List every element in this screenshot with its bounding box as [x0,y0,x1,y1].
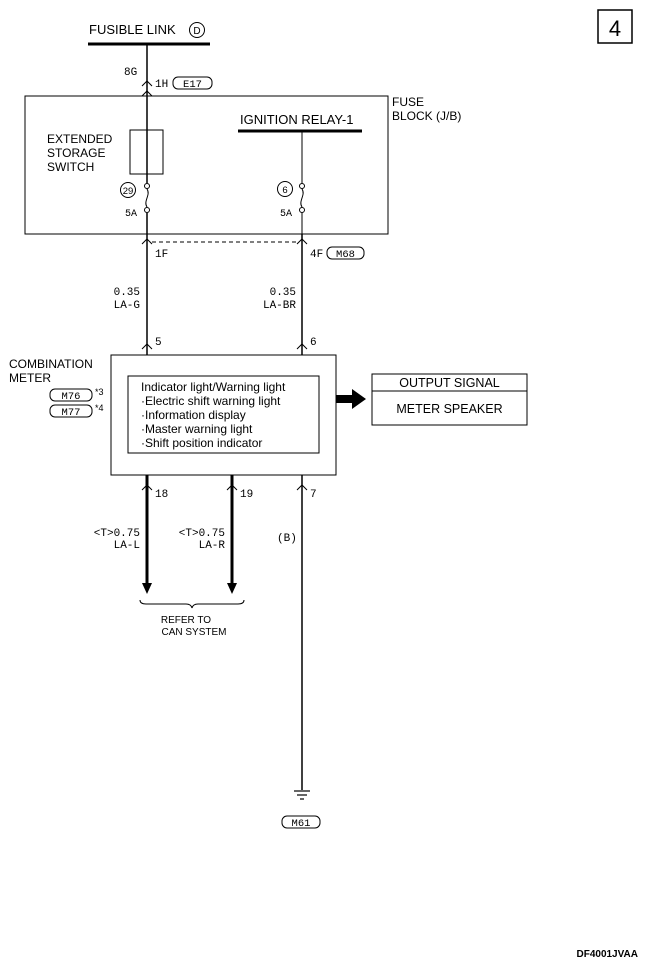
fuse-block-box [24,95,389,235]
combination-meter-label-1: COMBINATION [9,357,93,371]
fuse-6-terminal-bottom [299,207,305,213]
meter-function-0: Indicator light/Warning light [141,380,286,394]
wire-la-r-gauge: <T>0.75 [179,528,225,540]
can-reference-label-2: CAN SYSTEM [161,627,226,638]
meter-pin-6: 6 [310,337,317,349]
connector-e17-name: E17 [183,79,202,91]
fusible-link-circle [189,22,205,38]
output-signal-box [371,373,528,426]
combination-meter-label-2: METER [9,371,51,385]
connector-e17-box [172,76,213,90]
storage-switch-label-1: EXTENDED [47,132,113,146]
fuse-29-badge [120,182,136,198]
connector-m76-box [49,388,93,402]
fuse-29-element [145,188,149,208]
output-signal-item: METER SPEAKER [396,402,502,416]
fusible-link-id: D [193,26,200,37]
output-signal-arrow [336,389,366,409]
wire-la-r-arrow [227,583,237,594]
fuse-6-number: 6 [282,185,287,196]
meter-pin-5: 5 [155,337,162,349]
fuse-6-badge [277,181,293,197]
connector-m77-name: M77 [62,407,81,419]
meter-pin-6-marker [296,343,308,350]
meter-pin-7: 7 [310,489,317,501]
fuse-29-terminal-top [144,183,150,189]
connector-e17-marker-b [141,90,153,97]
wire-la-br-gauge: 0.35 [270,287,296,299]
connector-m76-note: *3 [95,387,104,397]
meter-function-3: ·Master warning light [141,422,253,436]
connector-e17-marker [141,80,153,87]
fuse-6-terminal-top [299,183,305,189]
wire-ground-color: (B) [277,533,297,545]
connector-m68-pin: 4F [310,249,323,261]
meter-pin-18: 18 [155,489,168,501]
ignition-relay-label: IGNITION RELAY-1 [240,112,353,127]
ground-connector-name: M61 [292,818,311,830]
meter-function-2: ·Information display [141,408,246,422]
can-reference-label-1: REFER TO [161,615,211,626]
wire-la-r-color: LA-R [199,540,226,552]
can-reference-brace [139,599,245,609]
diagram-code: DF4001JVAA [576,949,638,960]
fuse-29-terminal-bottom [144,207,150,213]
connector-m76-name: M76 [62,391,81,403]
connector-m77-box [49,404,93,418]
wire-la-l-color: LA-L [114,540,140,552]
combination-meter-box [110,354,337,476]
fuse-29-rating: 5A [125,209,137,220]
connector-m77-note: *4 [95,403,104,413]
meter-pin-5-marker [141,343,153,350]
fusible-link-label: FUSIBLE LINK [89,22,176,37]
page-number-box [597,9,633,44]
wire-la-l-arrow [142,583,152,594]
fuse-29-number: 29 [123,186,134,197]
wire-la-br-color: LA-BR [263,300,296,312]
meter-functions-box [127,375,320,454]
wire-la-l-gauge: <T>0.75 [94,528,140,540]
meter-pin-19: 19 [240,489,253,501]
fuse-block-label-2: BLOCK (J/B) [392,109,461,123]
page-number: 4 [609,16,621,41]
storage-switch-label-2: STORAGE [47,146,105,160]
output-signal-header: OUTPUT SIGNAL [399,376,500,390]
connector-m68-name: M68 [336,249,355,261]
meter-function-1: ·Electric shift warning light [141,394,281,408]
fusible-link-terminal: 8G [124,67,137,79]
wire-la-g-color: LA-G [114,300,140,312]
wire-la-g-gauge: 0.35 [114,287,140,299]
ground-connector-box [281,815,321,829]
connector-m68-box [326,246,365,260]
storage-switch-label-3: SWITCH [47,160,94,174]
fuse-6-element [300,188,304,208]
fuse-6-rating: 5A [280,209,292,220]
connector-1f-pin: 1F [155,249,168,261]
meter-function-4: ·Shift position indicator [141,436,262,450]
fuse-block-label-1: FUSE [392,95,424,109]
connector-e17-pin: 1H [155,79,168,91]
